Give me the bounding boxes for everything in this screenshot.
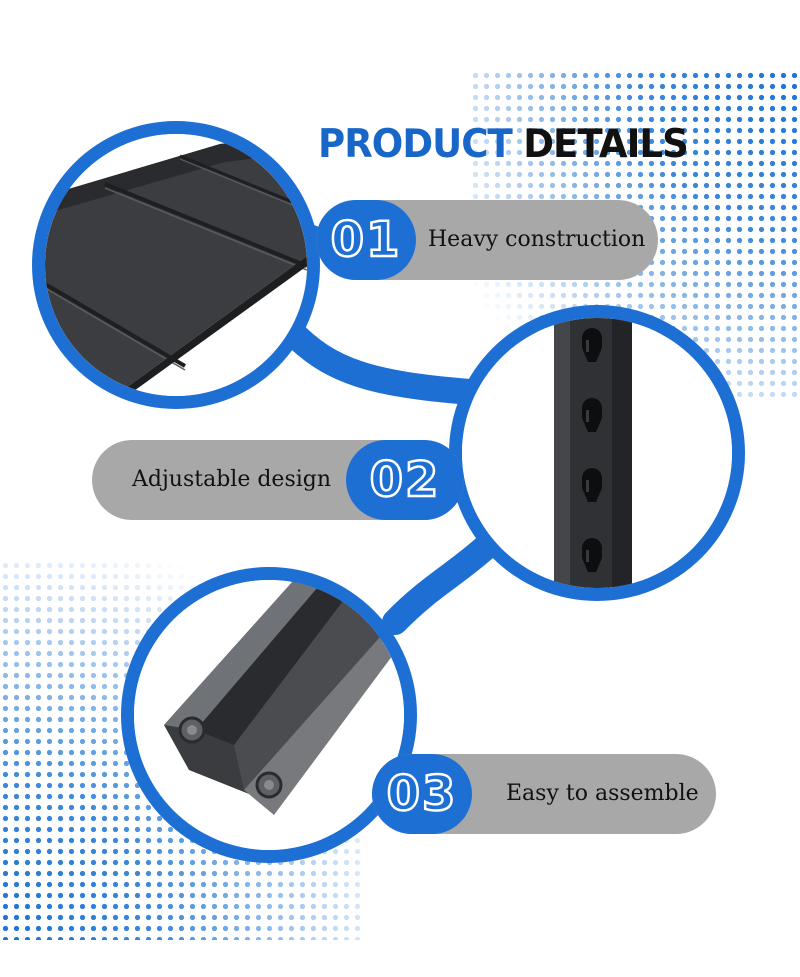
bolted-beam-photo (134, 580, 404, 850)
feature-number-badge: 01 (316, 200, 416, 280)
feature-label: Heavy construction (428, 227, 646, 252)
title-rest: DETAILS (523, 122, 689, 167)
shelf-panel-illustration (45, 134, 307, 396)
feature-number: 02 (368, 451, 441, 510)
bolted-beam-illustration (134, 580, 404, 850)
feature-label: Adjustable design (132, 467, 332, 492)
feature-number-badge: 02 (346, 440, 464, 520)
feature-label: Easy to assemble (506, 781, 699, 806)
feature-item-01: 01 Heavy construction (316, 200, 658, 280)
feature-number-badge: 03 (372, 754, 472, 834)
upright-post-illustration (462, 318, 732, 588)
shelf-panel-photo (45, 134, 307, 396)
feature-item-02: Adjustable design 02 (92, 440, 464, 520)
title-highlight: PRODUCT (318, 122, 513, 167)
feature-item-03: 03 Easy to assemble (372, 754, 716, 834)
feature-number: 01 (329, 211, 402, 270)
feature-number: 03 (385, 765, 458, 824)
slotted-upright-post-photo (462, 318, 732, 588)
